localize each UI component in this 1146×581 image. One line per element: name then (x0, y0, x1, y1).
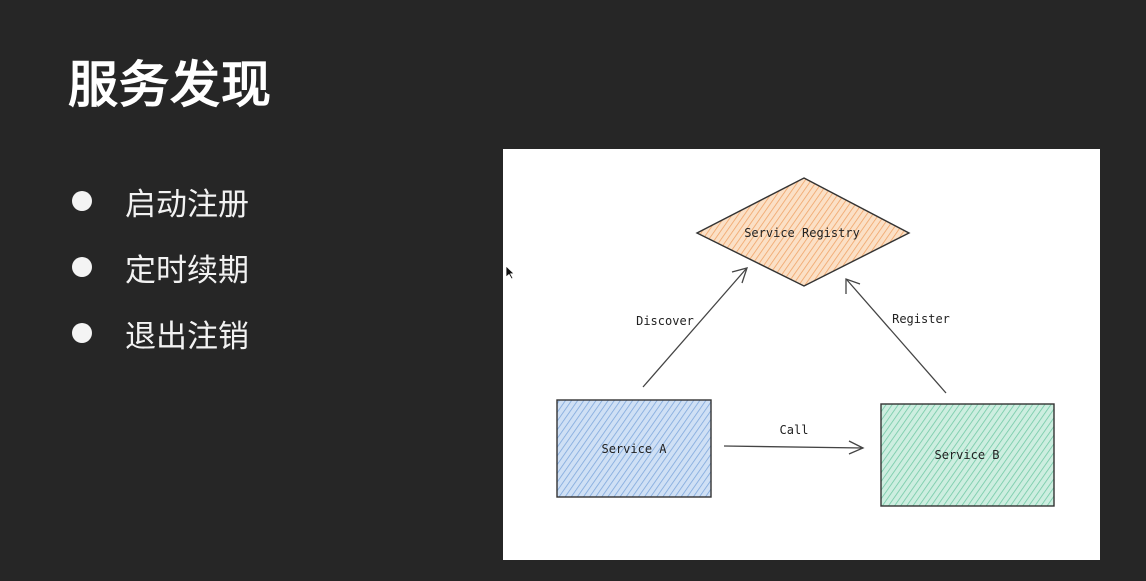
bullet-item: 退出注销 (72, 300, 249, 366)
slide-title: 服务发现 (68, 56, 272, 114)
register-arrow: Register (845, 278, 950, 394)
mouse-cursor-icon (505, 265, 515, 280)
bullet-text: 启动注册 (125, 186, 249, 223)
call-label: Call (780, 423, 809, 437)
discover-arrow: Discover (636, 267, 748, 388)
service-discovery-diagram: Service Registry Service A Service B Dis… (556, 177, 1055, 507)
bullet-dot-icon (72, 323, 92, 343)
bullet-dot-icon (72, 257, 92, 277)
service-b-label: Service B (934, 448, 999, 462)
bullet-item: 启动注册 (72, 168, 249, 234)
service-b-node: Service B (880, 403, 1055, 507)
service-a-label: Service A (601, 442, 667, 456)
register-label: Register (892, 312, 950, 326)
bullet-text: 退出注销 (125, 318, 249, 355)
bullet-list: 启动注册 定时续期 退出注销 (72, 168, 249, 366)
diagram-card: Service Registry Service A Service B Dis… (503, 149, 1100, 560)
service-registry-node: Service Registry (695, 177, 911, 287)
bullet-item: 定时续期 (72, 234, 249, 300)
bullet-text: 定时续期 (125, 252, 249, 289)
service-registry-label: Service Registry (744, 226, 860, 240)
bullet-dot-icon (72, 191, 92, 211)
discover-label: Discover (636, 314, 694, 328)
service-a-node: Service A (556, 399, 712, 498)
call-arrow: Call (723, 423, 865, 455)
